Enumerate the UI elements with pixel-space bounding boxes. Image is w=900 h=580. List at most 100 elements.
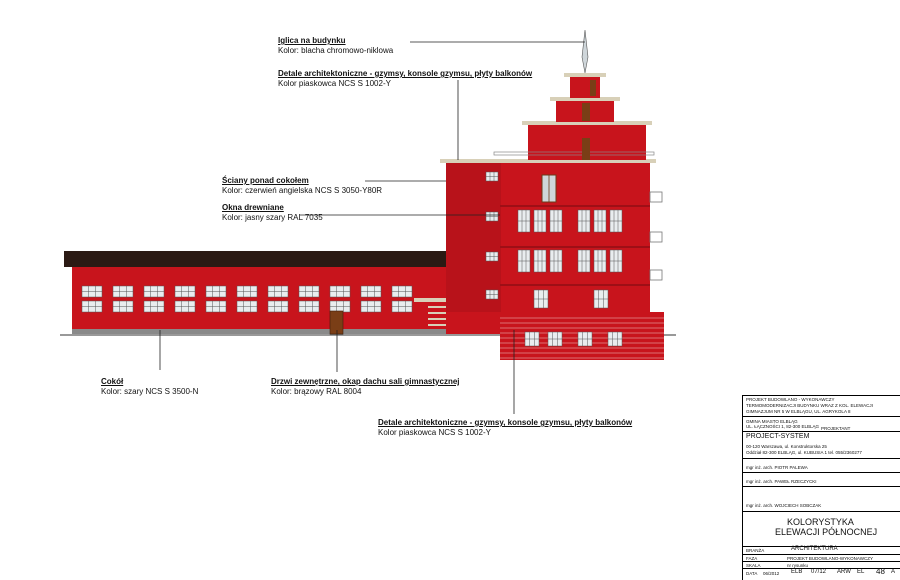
- annotation-text: Kolor: brązowy RAL 8004: [271, 387, 362, 396]
- date-label: DATA: [746, 571, 758, 576]
- window: [236, 300, 258, 313]
- window: [593, 289, 609, 309]
- project-line: TERMOMODERNIZACJI BUDYNKU WRAZ Z KOL. EL…: [746, 403, 873, 408]
- right-balconies: [649, 191, 663, 281]
- window: [485, 211, 499, 222]
- window: [593, 249, 607, 273]
- window: [205, 300, 227, 313]
- project-line: GIMNAZJUM NR 5 W ELBLĄGU, UL. AGRYKOLA 8: [746, 409, 851, 414]
- window: [517, 209, 531, 233]
- gym-roof: [64, 251, 446, 267]
- window: [267, 300, 289, 313]
- window: [112, 300, 134, 313]
- window: [391, 285, 413, 298]
- code-box: 07/12: [811, 569, 827, 575]
- window: [81, 285, 103, 298]
- roof-tiers: [493, 29, 655, 160]
- spire: [581, 29, 589, 74]
- title-block: PROJEKT BUDOWLANO - WYKONAWCZY TERMOMODE…: [742, 395, 900, 580]
- annotation-spire: Iglica na budynku Kolor: blacha chromowo…: [278, 36, 393, 56]
- annotation-title: Okna drewniane: [222, 203, 284, 212]
- annotation-title: Cokół: [101, 377, 124, 386]
- gym-entrance-canopy: [414, 298, 446, 302]
- date-value: 06/2012: [763, 571, 780, 576]
- annotation-text: Kolor: jasny szary RAL 7035: [222, 213, 323, 222]
- investor-line: GMINA MIASTO ELBLĄG: [746, 419, 798, 424]
- gym-wing: [64, 251, 446, 335]
- cornice-1: [440, 159, 656, 163]
- gym-windows: [81, 285, 413, 313]
- company-line: Oddział 82-300 ELBLĄG, ul. KUBUSIA 1 tel…: [746, 450, 862, 455]
- code-box: ARW: [837, 569, 851, 575]
- gym-wall: [72, 267, 446, 329]
- scale-label: SKALA: [746, 563, 761, 568]
- investor-line: UL. ŁĄCZNOŚCI 1, 82-300 ELBLĄG: [746, 424, 820, 429]
- window: [577, 331, 593, 347]
- code-box: 48: [876, 567, 885, 576]
- window: [298, 300, 320, 313]
- project-line: PROJEKT BUDOWLANO - WYKONAWCZY: [746, 397, 835, 402]
- window: [609, 209, 623, 233]
- window: [607, 331, 623, 347]
- window: [236, 285, 258, 298]
- phase-value: PROJEKT BUDOWLANO-WYKONAWCZY: [787, 556, 874, 561]
- window: [517, 249, 531, 273]
- scale-value: nr rysunku: [787, 563, 809, 568]
- annotation-title: Detale architektoniczne - gzymsy, konsol…: [278, 69, 533, 78]
- main-wall-left-section: [446, 162, 501, 312]
- window: [360, 300, 382, 313]
- window: [533, 209, 547, 233]
- person-name: mgr inż. arch. WOJCIECH SOBCZAK: [746, 503, 822, 508]
- window: [533, 249, 547, 273]
- window: [609, 249, 623, 273]
- window: [205, 285, 227, 298]
- window: [329, 285, 351, 298]
- annotation-text: Kolor: szary NCS S 3500-N: [101, 387, 199, 396]
- annotation-title: Detale architektoniczne - gzymsy, konsol…: [378, 418, 633, 427]
- person-name: mgr inż. arch. PAWEŁ RZECZYCKI: [746, 479, 817, 484]
- window: [143, 285, 165, 298]
- window: [485, 289, 499, 300]
- annotation-text: Kolor: czerwień angielska NCS S 3050-Y80…: [222, 186, 383, 195]
- company-line: 00-120 Warszawa, ul. Konstruktorska 25: [746, 444, 827, 449]
- annotation-details-bottom: Detale architektoniczne - gzymsy, konsol…: [378, 418, 632, 438]
- code-box: A: [891, 569, 896, 575]
- sheet-title: KOLORYSTYKA: [787, 517, 854, 527]
- code-box: EL: [857, 569, 865, 575]
- window: [267, 285, 289, 298]
- annotation-title: Iglica na budynku: [278, 36, 346, 45]
- gym-door: [329, 310, 344, 335]
- annotation-doors: Drzwi zewnętrzne, okap dachu sali gimnas…: [271, 377, 460, 397]
- annotation-text: Kolor piaskowca NCS S 1002-Y: [378, 428, 491, 437]
- annotation-details-top: Detale architektoniczne - gzymsy, konsol…: [278, 69, 532, 89]
- window: [298, 285, 320, 298]
- company-name: PROJECT-SYSTEM: [746, 433, 810, 440]
- window: [174, 285, 196, 298]
- window: [360, 285, 382, 298]
- window: [524, 331, 540, 347]
- annotation-text: Kolor piaskowca NCS S 1002-Y: [278, 79, 391, 88]
- window: [485, 171, 499, 182]
- annotation-title: Drzwi zewnętrzne, okap dachu sali gimnas…: [271, 377, 460, 386]
- gym-plinth: [72, 329, 446, 334]
- window: [391, 300, 413, 313]
- annotation-title: Ściany ponad cokołem: [222, 176, 309, 185]
- designer-label: PROJEKTANT: [821, 426, 851, 431]
- branch-value: ARCHITEKTURA: [791, 546, 838, 552]
- phase-label: FAZA: [746, 556, 758, 561]
- window: [112, 285, 134, 298]
- leader-lines: [159, 41, 585, 414]
- sheet-title: ELEWACJI PÓŁNOCNEJ: [775, 527, 878, 537]
- annotation-windows: Okna drewniane Kolor: jasny szary RAL 70…: [222, 203, 323, 223]
- window: [329, 300, 351, 313]
- annotation-walls: Ściany ponad cokołem Kolor: czerwień ang…: [222, 176, 382, 196]
- window: [485, 251, 499, 262]
- window: [593, 209, 607, 233]
- window: [143, 300, 165, 313]
- annotation-text: Kolor: blacha chromowo-niklowa: [278, 46, 394, 55]
- gym-side-stair: [428, 306, 446, 326]
- window: [81, 300, 103, 313]
- base-left-block: [446, 312, 500, 334]
- code-box: ELB: [791, 569, 803, 575]
